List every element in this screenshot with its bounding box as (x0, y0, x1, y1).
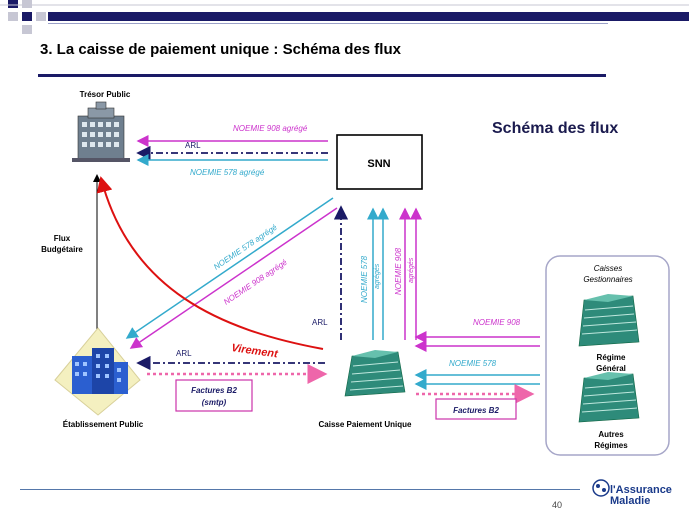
caisses-title-2: Gestionnaires (583, 275, 632, 284)
noemie908-vertical-label-2: agrégés (408, 257, 415, 283)
arl-tresor-label: ARL (185, 141, 201, 150)
regime-general-label-1: Régime (597, 353, 626, 362)
caisses-gestionnaires-box (545, 255, 670, 456)
virement-curve (96, 176, 324, 350)
footer-rule (20, 489, 580, 490)
snn-box (336, 134, 423, 190)
tresor-label: Trésor Public (80, 90, 131, 99)
noemie578-diagonal-arrow (125, 197, 334, 339)
flux-label-2: Budgétaire (41, 245, 83, 254)
arl-etab-label: ARL (176, 349, 192, 358)
caisse-unique-building-icon (344, 350, 406, 397)
noemie578-vertical-label-2: agrégés (374, 263, 381, 289)
autres-regimes-building-icon (578, 372, 640, 423)
noemie908-right-label: NOEMIE 908 (473, 318, 521, 327)
autres-regimes-label-1: Autres (598, 430, 624, 439)
noemie908-diagonal-arrow (129, 207, 338, 349)
page-number: 40 (552, 500, 563, 510)
factures-b2-box (435, 398, 517, 420)
slide-title: 3. La caisse de paiement unique : Schéma… (40, 41, 401, 58)
etablissement-label: Établissement Public (63, 420, 144, 429)
title-rule (38, 74, 606, 77)
autres-regimes-label-2: Régimes (594, 441, 628, 450)
diagram-title: Schéma des flux (492, 120, 619, 137)
noemie908-agrege-label: NOEMIE 908 agrégé (233, 124, 308, 133)
flux-label-1: Flux (54, 234, 71, 243)
factures-smtp-box (175, 379, 253, 412)
snn-label: SNN (367, 158, 390, 170)
tresor-building-icon (72, 101, 130, 162)
noemie578-agrege-label: NOEMIE 578 agrégé (190, 168, 265, 177)
noemie578-vertical-label-1: NOEMIE 578 (360, 255, 369, 303)
factures-smtp-label-2: (smtp) (202, 398, 227, 407)
virement-label: Virement (231, 342, 280, 361)
factures-smtp-label-1: Factures B2 (191, 386, 237, 395)
regime-general-building-icon (578, 294, 640, 347)
brand-line-1: l'Assurance (610, 484, 672, 496)
noemie908-diagonal-label: NOEMIE 908 agrégé (222, 257, 289, 306)
caisses-title-1: Caisses (594, 264, 622, 273)
regime-general-label-2: Général (596, 364, 626, 373)
noemie578-diagonal-label: NOEMIE 578 agrégé (212, 222, 279, 271)
caisse-unique-label: Caisse Paiement Unique (319, 420, 412, 429)
assurance-maladie-logo-icon (592, 479, 610, 497)
arl-snn-label: ARL (312, 318, 328, 327)
noemie578-right-label: NOEMIE 578 (449, 359, 497, 368)
factures-b2-label: Factures B2 (453, 406, 499, 415)
header-decoration (0, 0, 689, 34)
noemie908-vertical-label-1: NOEMIE 908 (394, 247, 403, 295)
brand-logo-text: l'Assurance Maladie (610, 485, 672, 507)
etablissement-building-icon (54, 327, 141, 416)
brand-line-2: Maladie (610, 495, 651, 507)
